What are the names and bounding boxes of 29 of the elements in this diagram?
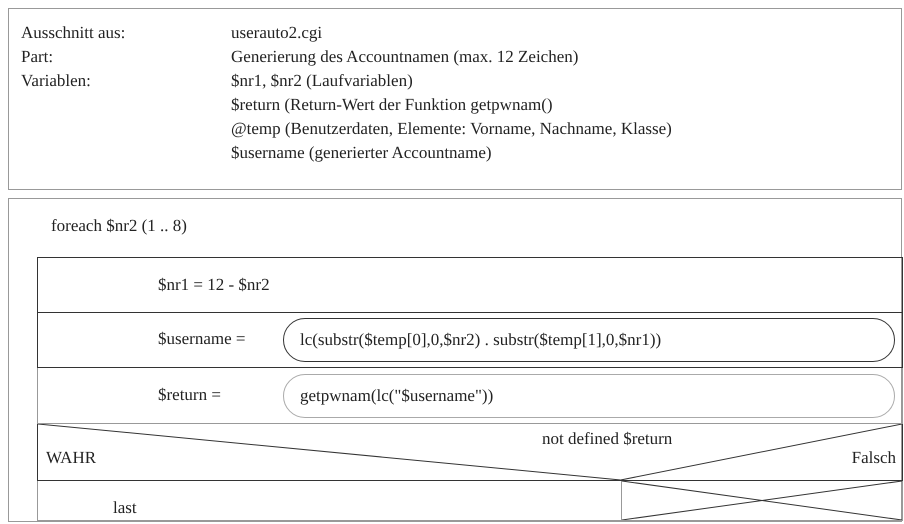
empty-block: [621, 481, 903, 521]
decision-block: [37, 424, 903, 481]
statement-text: $username =: [158, 329, 246, 349]
field-label: Part:: [21, 47, 54, 67]
branch-label: Falsch: [852, 448, 896, 468]
statement-block: [37, 481, 621, 521]
expression-text: lc(substr($temp[0],0,$nr2) . substr($temp[1],0,$nr1)): [300, 330, 662, 350]
field-value: $return (Return-Wert der Funktion getpwnam(): [231, 95, 553, 115]
expression-box: [283, 374, 895, 418]
expression-box: [283, 318, 895, 362]
statement-text: last: [113, 498, 137, 518]
statement-block: [37, 257, 903, 313]
loop-header: foreach $nr2 (1 .. 8): [51, 216, 187, 236]
loop-block: [8, 198, 902, 522]
expression-text: getpwnam(lc("$username")): [300, 386, 494, 406]
statement-text: $nr1 = 12 - $nr2: [158, 275, 270, 295]
field-label: Ausschnitt aus:: [21, 23, 126, 43]
header-panel: [8, 8, 902, 190]
field-label: Variablen:: [21, 71, 91, 91]
branch-label: WAHR: [46, 448, 96, 468]
statement-block: [37, 368, 903, 424]
field-value: @temp (Benutzerdaten, Elemente: Vorname, Nachname, Klasse): [231, 119, 672, 139]
field-value: $username (generierter Accountname): [231, 143, 492, 163]
statement-block: [37, 312, 903, 368]
field-value: userauto2.cgi: [231, 23, 322, 43]
statement-text: $return =: [158, 385, 221, 405]
condition-text: not defined $return: [542, 429, 672, 449]
field-value: $nr1, $nr2 (Laufvariablen): [231, 71, 413, 91]
field-value: Generierung des Accountnamen (max. 12 Zeichen): [231, 47, 578, 67]
